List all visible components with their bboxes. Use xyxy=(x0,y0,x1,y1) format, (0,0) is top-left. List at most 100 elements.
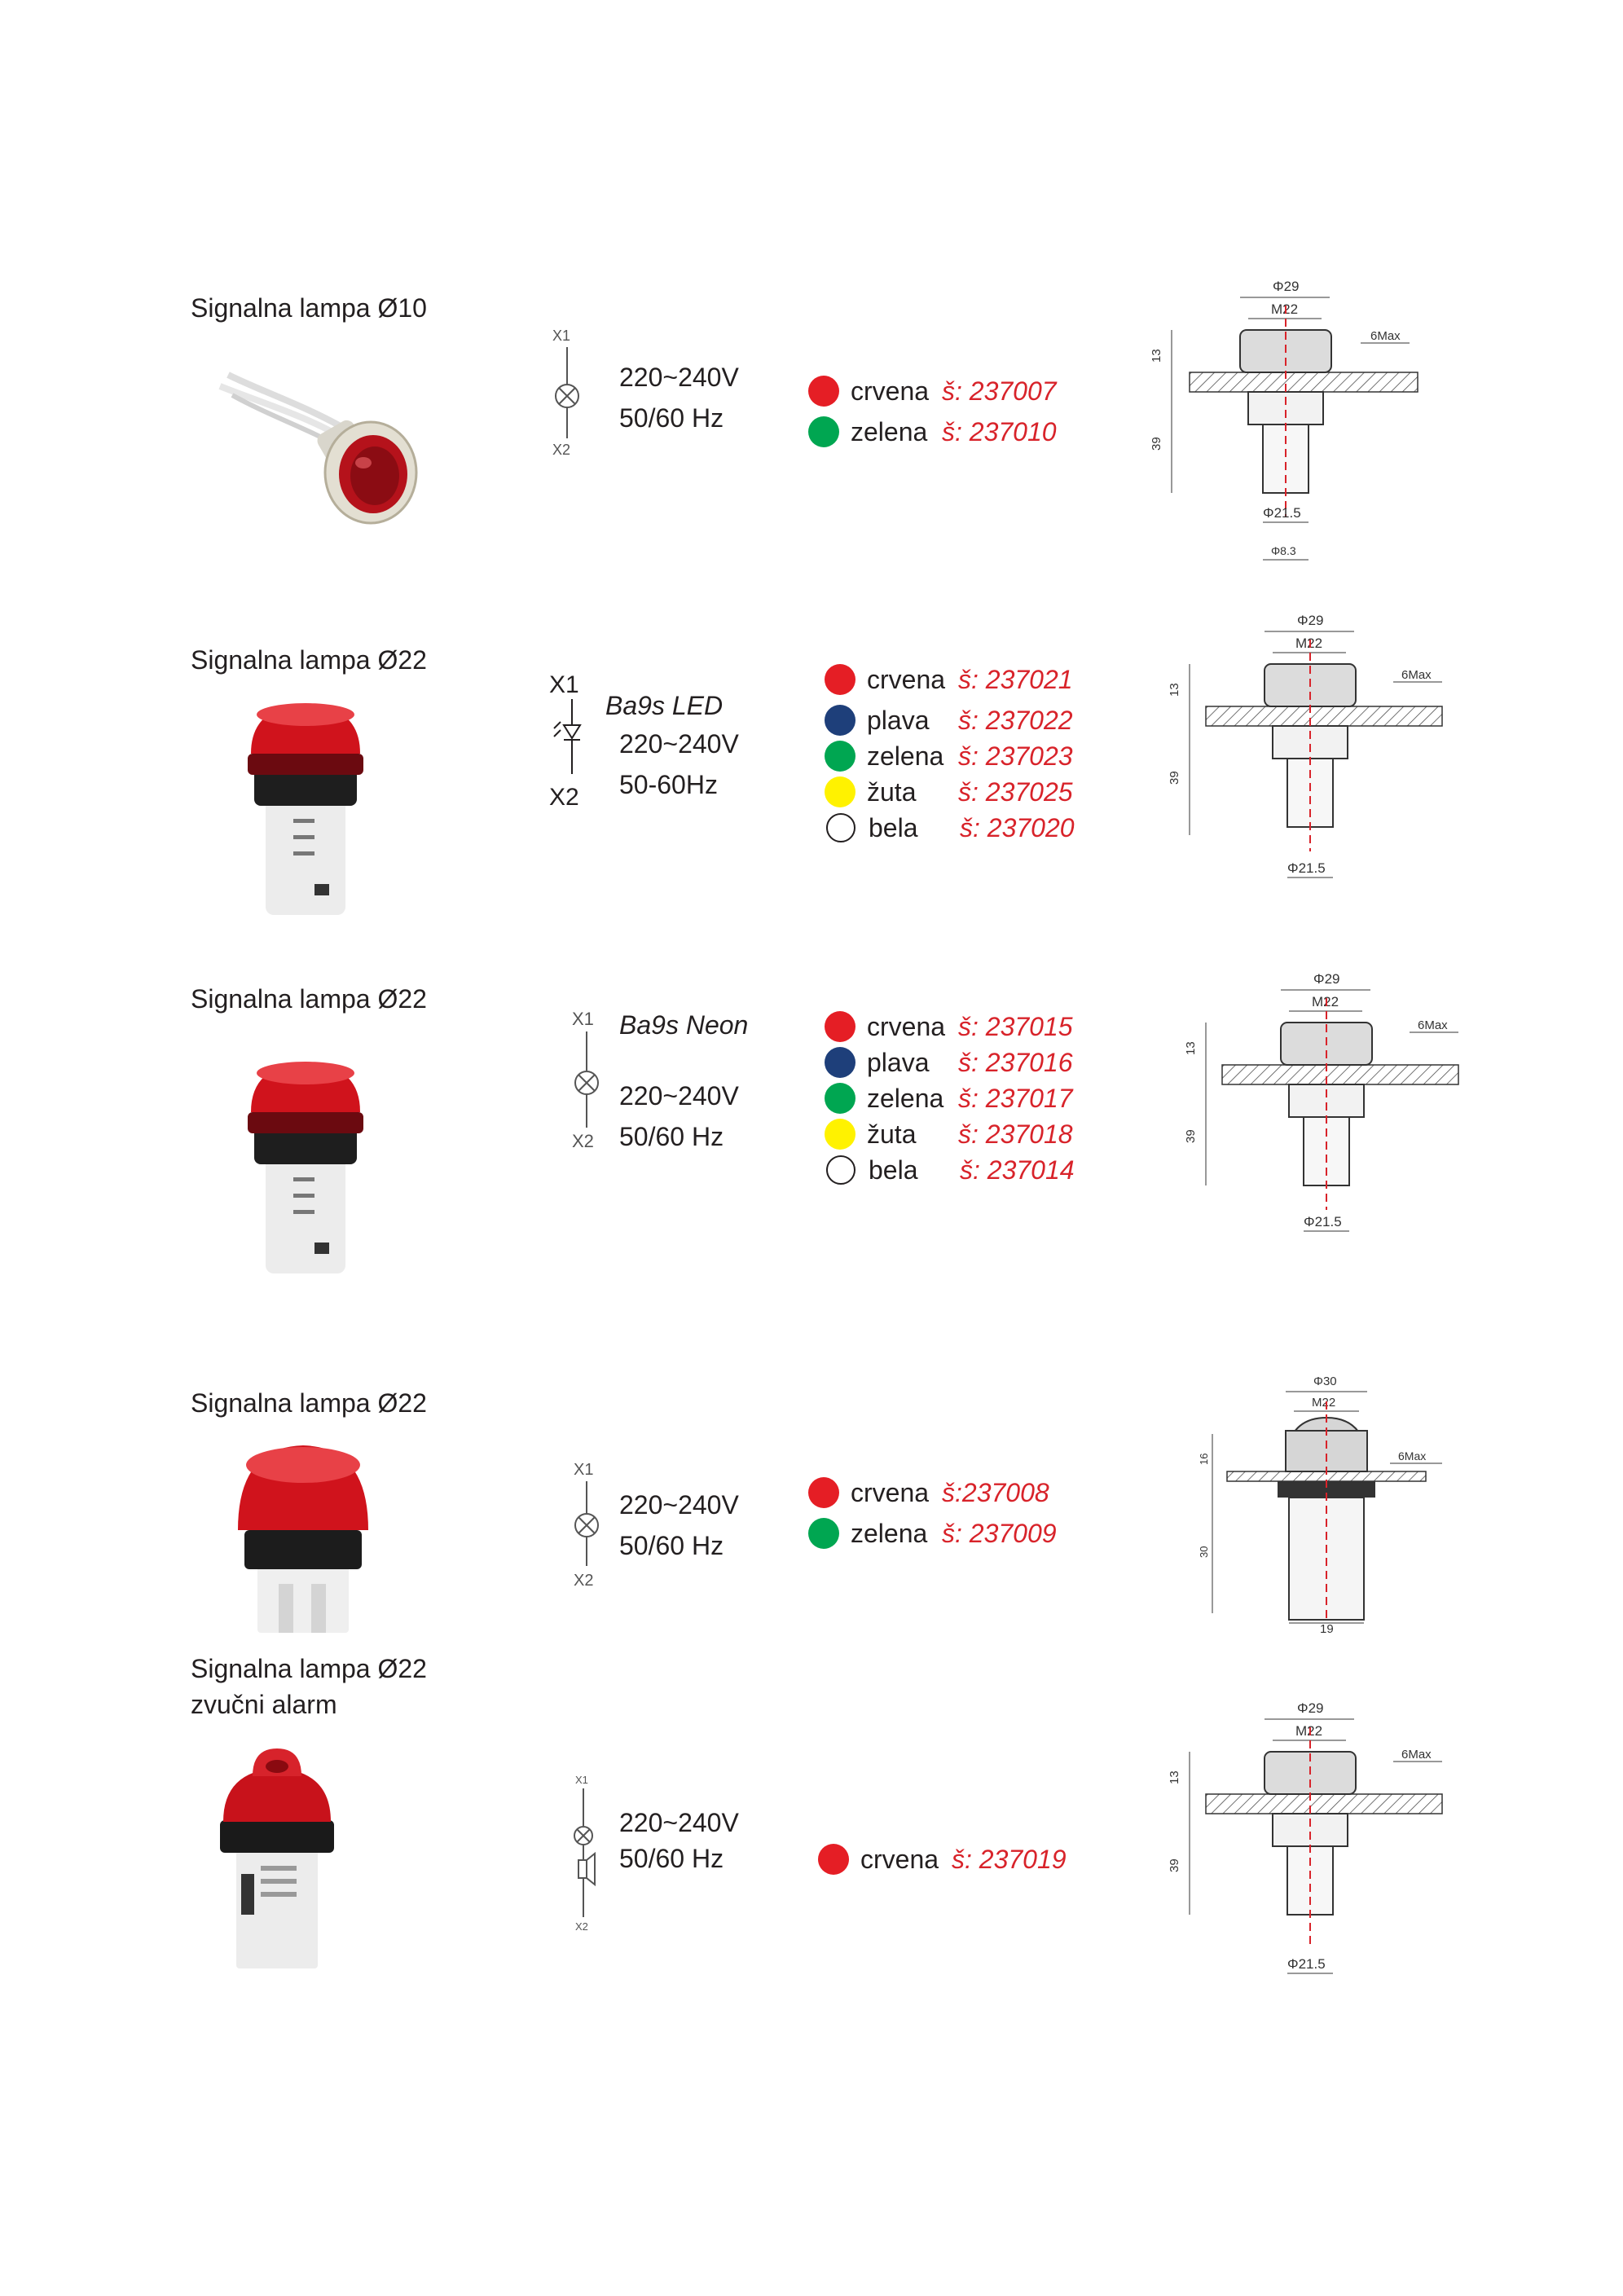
article-code: š: 237020 xyxy=(960,812,1075,842)
dim-base-diameter: 19 xyxy=(1320,1622,1334,1636)
color-option: žuta š: 237025 xyxy=(825,774,1073,810)
dim-panel: 6Max xyxy=(1398,1449,1426,1462)
dim-thread: M22 xyxy=(1312,994,1339,1009)
dim-body-height: 30 xyxy=(1198,1546,1210,1558)
dim-panel: 6Max xyxy=(1370,329,1401,343)
terminal-bottom-label: X2 xyxy=(549,784,579,811)
color-name: plava xyxy=(867,705,930,735)
technical-drawing: Φ29 M22 6Max 13 39 Φ21.5 Φ8.3 xyxy=(1150,279,1418,561)
variant-label: Ba9s LED xyxy=(605,691,724,720)
spec-frequency: 50/60 Hz xyxy=(619,1122,724,1151)
dim-head-height: 13 xyxy=(1184,1041,1198,1055)
color-swatch-red xyxy=(825,664,855,695)
color-option: zelena š: 237009 xyxy=(808,1515,1057,1551)
terminal-bottom-label: X2 xyxy=(552,442,570,458)
schematic-symbol: X1 X2 xyxy=(572,1009,599,1151)
color-option: plava š: 237016 xyxy=(825,1045,1073,1080)
color-swatch-red xyxy=(825,1011,855,1042)
dim-thread: M22 xyxy=(1295,636,1322,651)
color-swatch-green xyxy=(825,1083,855,1114)
product-title: Signalna lampa Ø22 xyxy=(191,1388,427,1418)
color-name: žuta xyxy=(867,776,917,807)
article-code: š: 237021 xyxy=(958,664,1073,694)
dim-body-height: 39 xyxy=(1168,1858,1181,1872)
color-name: crvena xyxy=(851,1477,930,1507)
article-code: š: 237018 xyxy=(958,1119,1073,1149)
article-code: š: 237014 xyxy=(960,1155,1075,1185)
color-option: zelena š: 237010 xyxy=(808,414,1057,450)
dim-head-height: 13 xyxy=(1150,349,1163,363)
color-option: bela š: 237020 xyxy=(825,810,1075,846)
dim-top-diameter: Φ29 xyxy=(1297,613,1323,628)
color-swatch-yellow xyxy=(825,1119,855,1150)
terminal-bottom-label: X2 xyxy=(572,1131,594,1151)
color-option: zelena š: 237023 xyxy=(825,738,1073,774)
color-name: crvena xyxy=(867,1011,946,1041)
color-option: crvena š: 237015 xyxy=(825,1009,1073,1045)
product-title: Signalna lampa Ø22 xyxy=(191,645,427,675)
dim-base-diameter: Φ21.5 xyxy=(1287,860,1326,876)
spec-voltage: 220~240V xyxy=(619,363,739,392)
color-option: bela š: 237014 xyxy=(825,1152,1075,1188)
color-name: crvena xyxy=(867,664,946,694)
spec-voltage: 220~240V xyxy=(619,1081,739,1111)
color-swatch-blue xyxy=(825,705,855,736)
color-option: crvena š:237008 xyxy=(808,1475,1049,1511)
dim-base-diameter: Φ21.5 xyxy=(1304,1214,1342,1229)
dim-body-height: 39 xyxy=(1168,771,1181,785)
color-swatch-red xyxy=(808,376,839,407)
variant-label: Ba9s Neon xyxy=(619,1010,749,1040)
color-name: crvena xyxy=(851,376,930,406)
article-code: š: 237016 xyxy=(958,1047,1073,1077)
color-swatch-yellow xyxy=(825,776,855,807)
spec-voltage: 220~240V xyxy=(619,1490,739,1520)
product-photo-lamp-10 xyxy=(218,372,418,525)
color-swatch-green xyxy=(825,741,855,772)
color-swatch-blue xyxy=(825,1047,855,1078)
color-name: zelena xyxy=(867,741,944,771)
article-code: š: 237019 xyxy=(952,1844,1067,1874)
dim-thread: M22 xyxy=(1312,1396,1335,1410)
dim-top-diameter: Φ29 xyxy=(1313,971,1339,987)
article-code: š: 237015 xyxy=(958,1011,1073,1041)
color-swatch-green xyxy=(808,416,839,447)
spec-frequency: 50/60 Hz xyxy=(619,403,724,433)
dim-head-height: 16 xyxy=(1198,1454,1210,1465)
color-swatch-white xyxy=(826,1155,855,1185)
dim-base-diameter: Φ21.5 xyxy=(1287,1956,1326,1972)
product-photo-lamp-buzzer xyxy=(220,1748,334,1968)
terminal-top-label: X1 xyxy=(549,671,579,698)
product-title: Signalna lampa Ø10 xyxy=(191,293,427,323)
dim-head-height: 13 xyxy=(1168,683,1181,697)
article-code: š:237008 xyxy=(942,1477,1049,1507)
spec-frequency: 50/60 Hz xyxy=(619,1531,724,1560)
schematic-symbol: X1 X2 xyxy=(574,1774,596,1933)
product-photo-lamp-22-neon xyxy=(248,1062,363,1273)
product-photo-lamp-22-compact xyxy=(238,1445,368,1633)
schematic-symbol: X1 X2 xyxy=(549,671,582,811)
color-option: crvena š: 237021 xyxy=(825,662,1073,697)
dim-panel: 6Max xyxy=(1418,1018,1448,1032)
dim-body-height: 39 xyxy=(1184,1129,1198,1143)
product-title: Signalna lampa Ø22 xyxy=(191,1654,427,1683)
brand-logo-icon xyxy=(241,1874,254,1915)
spec-frequency: 50/60 Hz xyxy=(619,1844,724,1873)
color-swatch-red xyxy=(808,1477,839,1508)
technical-drawing: Φ29 M22 6Max 13 39 Φ21.5 xyxy=(1184,971,1459,1232)
dim-extra: Φ8.3 xyxy=(1271,544,1296,557)
product-title: Signalna lampa Ø22 xyxy=(191,984,427,1014)
dim-panel: 6Max xyxy=(1401,668,1432,682)
article-code: š: 237022 xyxy=(958,705,1073,735)
spec-voltage: 220~240V xyxy=(619,1808,739,1837)
color-name: crvena xyxy=(860,1844,939,1874)
dim-head-height: 13 xyxy=(1168,1770,1181,1784)
dim-top-diameter: Φ29 xyxy=(1297,1700,1323,1716)
article-code: š: 237009 xyxy=(942,1518,1057,1548)
product-photo-lamp-22-led xyxy=(248,703,363,915)
spec-frequency: 50-60Hz xyxy=(619,770,718,799)
dim-body-height: 39 xyxy=(1150,437,1163,451)
terminal-top-label: X1 xyxy=(552,328,570,344)
color-swatch-white xyxy=(826,813,855,842)
dim-base-diameter: Φ21.5 xyxy=(1263,505,1301,521)
dim-thread: M22 xyxy=(1295,1723,1322,1739)
